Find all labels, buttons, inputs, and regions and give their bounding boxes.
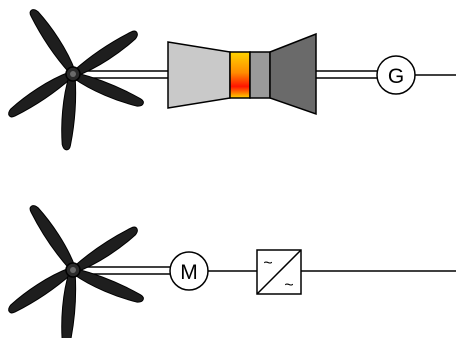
top-propeller-icon <box>1 2 146 152</box>
generator-symbol: G <box>376 55 416 95</box>
generator-label: G <box>388 65 404 88</box>
converter-input-symbol: ~ <box>263 255 272 272</box>
ac-dc-converter-icon: ~ ~ <box>256 249 302 295</box>
compressor-section <box>167 41 231 109</box>
bottom-propulsion-chain: M ~ ~ <box>1 198 456 338</box>
gas-turbine-icon <box>167 32 317 116</box>
top-propulsion-chain: G <box>1 2 456 152</box>
turbine-stage-1 <box>249 51 271 99</box>
turbine-stage-2 <box>269 32 317 116</box>
motor-label: M <box>180 261 198 284</box>
top-generator-shaft <box>316 70 377 79</box>
bottom-propeller-icon <box>1 198 146 338</box>
motor-symbol: M <box>169 251 209 291</box>
converter-output-symbol: ~ <box>284 277 293 294</box>
combustor-section <box>229 51 251 99</box>
